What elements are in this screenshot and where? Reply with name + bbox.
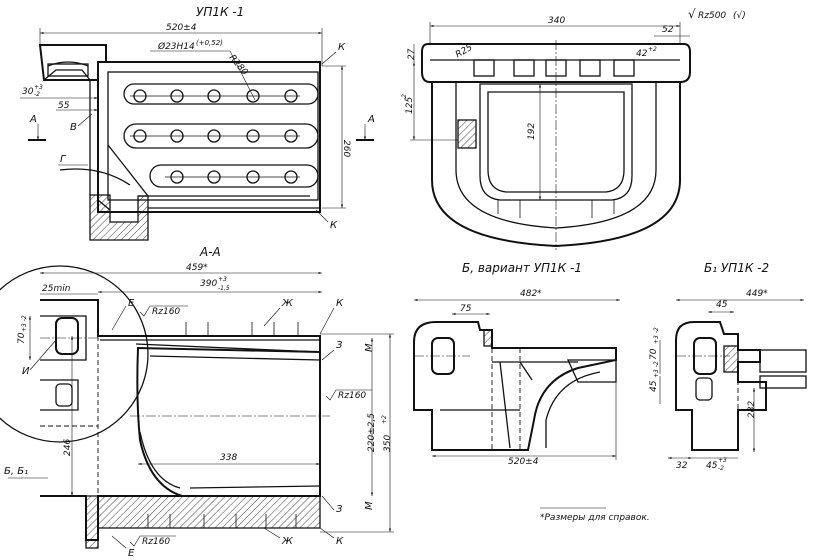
dim-42-tol: +2 <box>648 46 657 53</box>
label-I: И <box>22 366 30 377</box>
dim-r25: R25 <box>454 43 475 61</box>
view-title-top-left: УП1К -1 <box>196 5 244 19</box>
label-Z-bottom: З <box>336 504 343 515</box>
label-K-top-aa: К <box>336 298 344 309</box>
view-b1: Б₁ УП1К -2 449* 45 70 +3 -2 45 +3 -2 282… <box>649 261 807 472</box>
dim-45-bottom-tol: +3 <box>718 457 727 464</box>
label-Zh-bottom: Ж <box>281 536 294 547</box>
view-top-right: √ Rz500 (√) 340 27 52 42 +2 R25 <box>401 7 746 250</box>
dim-192: 192 <box>527 123 537 140</box>
dim-125: 125 <box>405 97 415 114</box>
label-Z-top: З <box>336 340 343 351</box>
hole-row-3 <box>149 164 319 188</box>
dim-45-bottom: 45 <box>706 461 718 471</box>
dim-390-tol-dn: -1,5 <box>218 285 230 292</box>
dim-70: 70 <box>17 332 27 344</box>
dim-25min: 25min <box>42 284 71 294</box>
dim-45-b1-tol: +3 -2 <box>653 361 660 378</box>
dim-70-tol: +3 -2 <box>21 315 28 332</box>
dim-70-b1-tol: +3 -2 <box>653 327 660 344</box>
dim-55: 55 <box>58 101 70 111</box>
dim-520: 520±4 <box>166 23 197 33</box>
dim-30-tol: +3 <box>34 84 43 91</box>
dim-45-top: 45 <box>716 300 728 310</box>
view-top-left: УП1К -1 520±4 Ø23H14 (+0,52) R280 <box>20 5 375 241</box>
dim-52: 52 <box>662 25 674 35</box>
dim-r280: R280 <box>227 53 250 78</box>
dim-350: 350 <box>383 435 393 452</box>
dim-125-tol: -2 <box>401 94 408 100</box>
dim-45-bottom-tol-low: -2 <box>718 465 724 472</box>
dim-350-tol: +2 <box>381 415 388 424</box>
dim-45-b1: 45 <box>649 380 659 392</box>
dim-42: 42 <box>636 49 648 59</box>
label-K-bottom-aa: К <box>336 536 344 547</box>
label-M-bottom: М <box>364 501 375 510</box>
dim-338: 338 <box>220 453 237 463</box>
dim-30-tol-low: -2 <box>34 91 40 98</box>
dim-282: 282 <box>747 401 757 418</box>
label-G: Г <box>60 154 67 165</box>
rz160-top: Rz160 <box>152 307 180 317</box>
dim-32: 32 <box>676 461 688 471</box>
label-K-top: К <box>338 42 346 53</box>
dim-520-b: 520±4 <box>508 457 539 467</box>
label-A-right: А <box>367 114 375 125</box>
view-section-aa: А-А 459* 390 +3 -1,5 <box>0 245 394 559</box>
dim-482: 482* <box>520 289 542 299</box>
dim-340: 340 <box>548 16 565 26</box>
view-b: Б, вариант УП1К -1 482* 75 520±4 <box>413 261 620 467</box>
label-E-top: Е <box>128 298 135 309</box>
dim-246: 246 <box>63 439 73 456</box>
rz160-bot: Rz160 <box>142 537 170 547</box>
label-Zh-top: Ж <box>281 298 294 309</box>
dim-27: 27 <box>407 48 417 60</box>
label-K-bottom: К <box>330 220 338 231</box>
dim-70-b1: 70 <box>649 348 659 360</box>
roughness-check: (√) <box>733 10 746 21</box>
note-reference-dims: *Размеры для справок. <box>540 513 650 523</box>
dim-459: 459* <box>186 263 208 273</box>
dim-30: 30 <box>22 87 34 97</box>
roughness-general: Rz500 <box>698 11 726 21</box>
dim-75: 75 <box>460 304 472 314</box>
label-B-B1: Б, Б₁ <box>4 466 28 477</box>
label-A-left: А <box>29 114 37 125</box>
dim-hole: Ø23H14 <box>157 41 195 52</box>
detail-circle-b <box>0 265 149 443</box>
roughness-symbol: √ <box>688 7 696 21</box>
dim-hole-tol: (+0,52) <box>196 39 223 47</box>
label-E-bottom: Е <box>128 548 135 559</box>
dim-449: 449* <box>746 289 768 299</box>
label-V: В <box>70 122 77 133</box>
label-M-top: М <box>364 343 375 352</box>
view-title-b: Б, вариант УП1К -1 <box>462 261 582 275</box>
dim-260: 260 <box>341 140 351 157</box>
view-title-b1: Б₁ УП1К -2 <box>704 261 769 275</box>
dim-390-tol-up: +3 <box>218 276 227 283</box>
dim-390: 390 <box>200 279 217 289</box>
view-title-aa: А-А <box>199 245 221 259</box>
hole-row-1 <box>123 83 319 105</box>
rz160-mid: Rz160 <box>338 391 366 401</box>
